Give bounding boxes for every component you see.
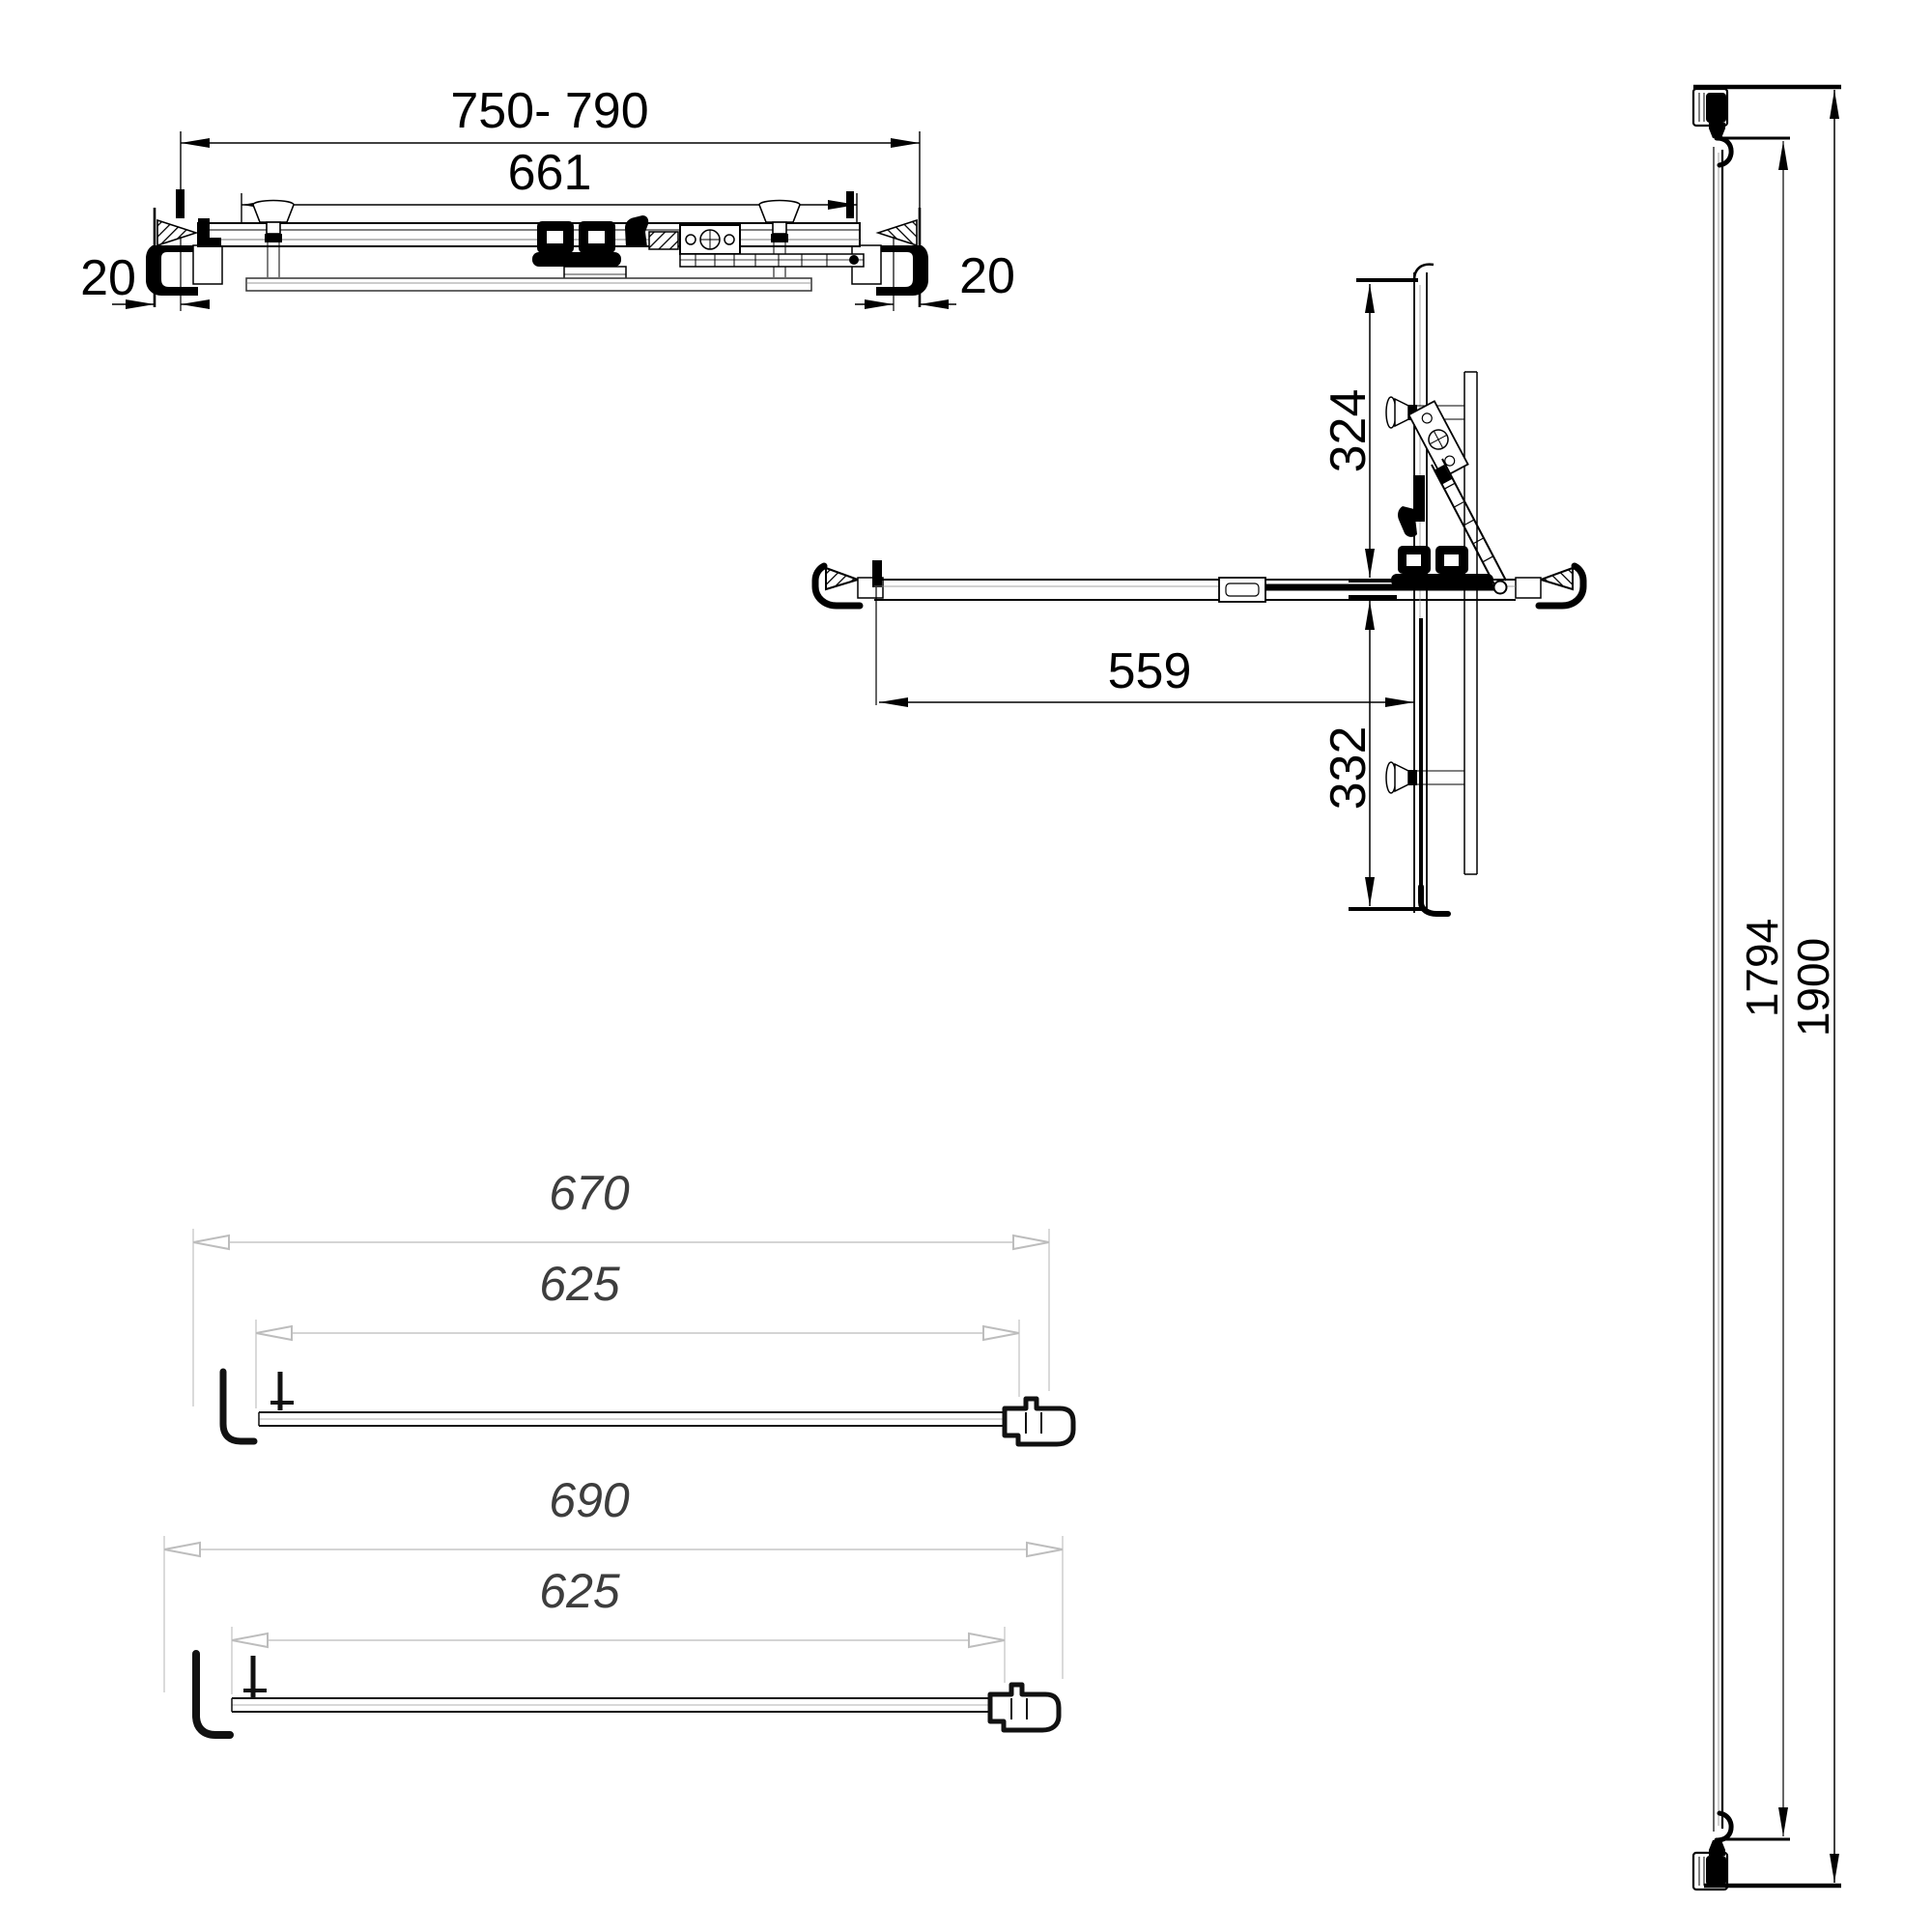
profile-bracket-bottom xyxy=(1693,1813,1731,1889)
track-end-stop xyxy=(198,218,221,247)
seal-strip-2: 690 625 xyxy=(163,1473,1064,1739)
track-profile xyxy=(197,222,861,247)
dim-glass-height-label: 1794 xyxy=(1737,919,1787,1017)
plan-view: 324 332 559 xyxy=(811,263,1587,917)
strip1-profile xyxy=(219,1368,1076,1447)
dim-total-height-1900: 1900 xyxy=(1693,84,1841,1889)
diagonal-support-arm xyxy=(1265,458,1508,595)
dim-upper-label: 324 xyxy=(1321,389,1377,473)
dim-inner-width: 661 xyxy=(241,145,858,234)
door-carriage xyxy=(1391,546,1493,586)
strip2-profile xyxy=(192,1650,1062,1739)
track-stop-flag-left xyxy=(176,189,185,218)
dim-strip2-inner-label: 625 xyxy=(539,1564,620,1618)
seal-strip-1: 670 625 xyxy=(192,1166,1076,1447)
segmented-rail xyxy=(679,253,865,268)
panel-lever xyxy=(1398,506,1417,537)
dim-wall-right-label: 20 xyxy=(959,248,1015,304)
lever xyxy=(625,215,649,247)
roller-knob-left xyxy=(252,199,295,277)
hinge-plate xyxy=(1407,400,1469,479)
carriage-block xyxy=(679,224,741,255)
fixed-panel-edge xyxy=(1463,371,1478,875)
plan-wall-bracket-right xyxy=(1515,562,1587,610)
dim-wall-right: 20 xyxy=(855,237,1015,311)
panel-connector-knob-lower xyxy=(1385,761,1464,794)
dim-strip1-outer-label: 670 xyxy=(549,1166,630,1220)
center-clamp xyxy=(532,221,627,283)
dim-lower-label: 332 xyxy=(1321,726,1377,810)
dim-strip1-inner: 625 xyxy=(255,1257,1020,1408)
top-track-view: 750- 790 661 xyxy=(80,83,1015,311)
wall-profile-left xyxy=(146,208,223,307)
dim-total-height-label: 1900 xyxy=(1788,938,1838,1037)
dim-bar-559: 559 xyxy=(879,643,1414,707)
dim-strip2-outer: 690 xyxy=(163,1473,1064,1692)
dim-inner-width-label: 661 xyxy=(508,145,592,201)
dim-strip1-outer: 670 xyxy=(192,1166,1050,1406)
track-stop-flag-right xyxy=(846,191,854,218)
dim-upper-324: 324 xyxy=(1321,278,1418,582)
dim-lower-332: 332 xyxy=(1321,595,1422,911)
dim-strip2-outer-label: 690 xyxy=(549,1473,630,1527)
dim-wall-left: 20 xyxy=(80,237,210,311)
track-assembly xyxy=(146,189,928,307)
vertical-profile xyxy=(1713,147,1724,1832)
dim-overall-width-label: 750- 790 xyxy=(450,83,648,139)
dim-overall-width: 750- 790 xyxy=(180,83,921,217)
roller-knob-right xyxy=(758,199,801,277)
door-panel-edge xyxy=(1412,263,1451,917)
profile-bracket-top xyxy=(1693,89,1731,165)
bar-end-flag xyxy=(872,560,882,587)
dim-strip1-inner-label: 625 xyxy=(539,1257,620,1311)
wall-profile-right xyxy=(851,208,928,307)
dim-glass-height-1794: 1794 xyxy=(1719,136,1790,1841)
dim-wall-left-label: 20 xyxy=(80,250,136,306)
side-elevation-view: 1900 1794 xyxy=(1693,84,1841,1889)
panel-clamp-block xyxy=(1413,475,1425,522)
dim-bar-label: 559 xyxy=(1108,643,1192,699)
dim-strip2-inner: 625 xyxy=(231,1564,1006,1694)
hatched-block xyxy=(648,231,679,250)
glass-panel-top-view xyxy=(245,277,812,292)
